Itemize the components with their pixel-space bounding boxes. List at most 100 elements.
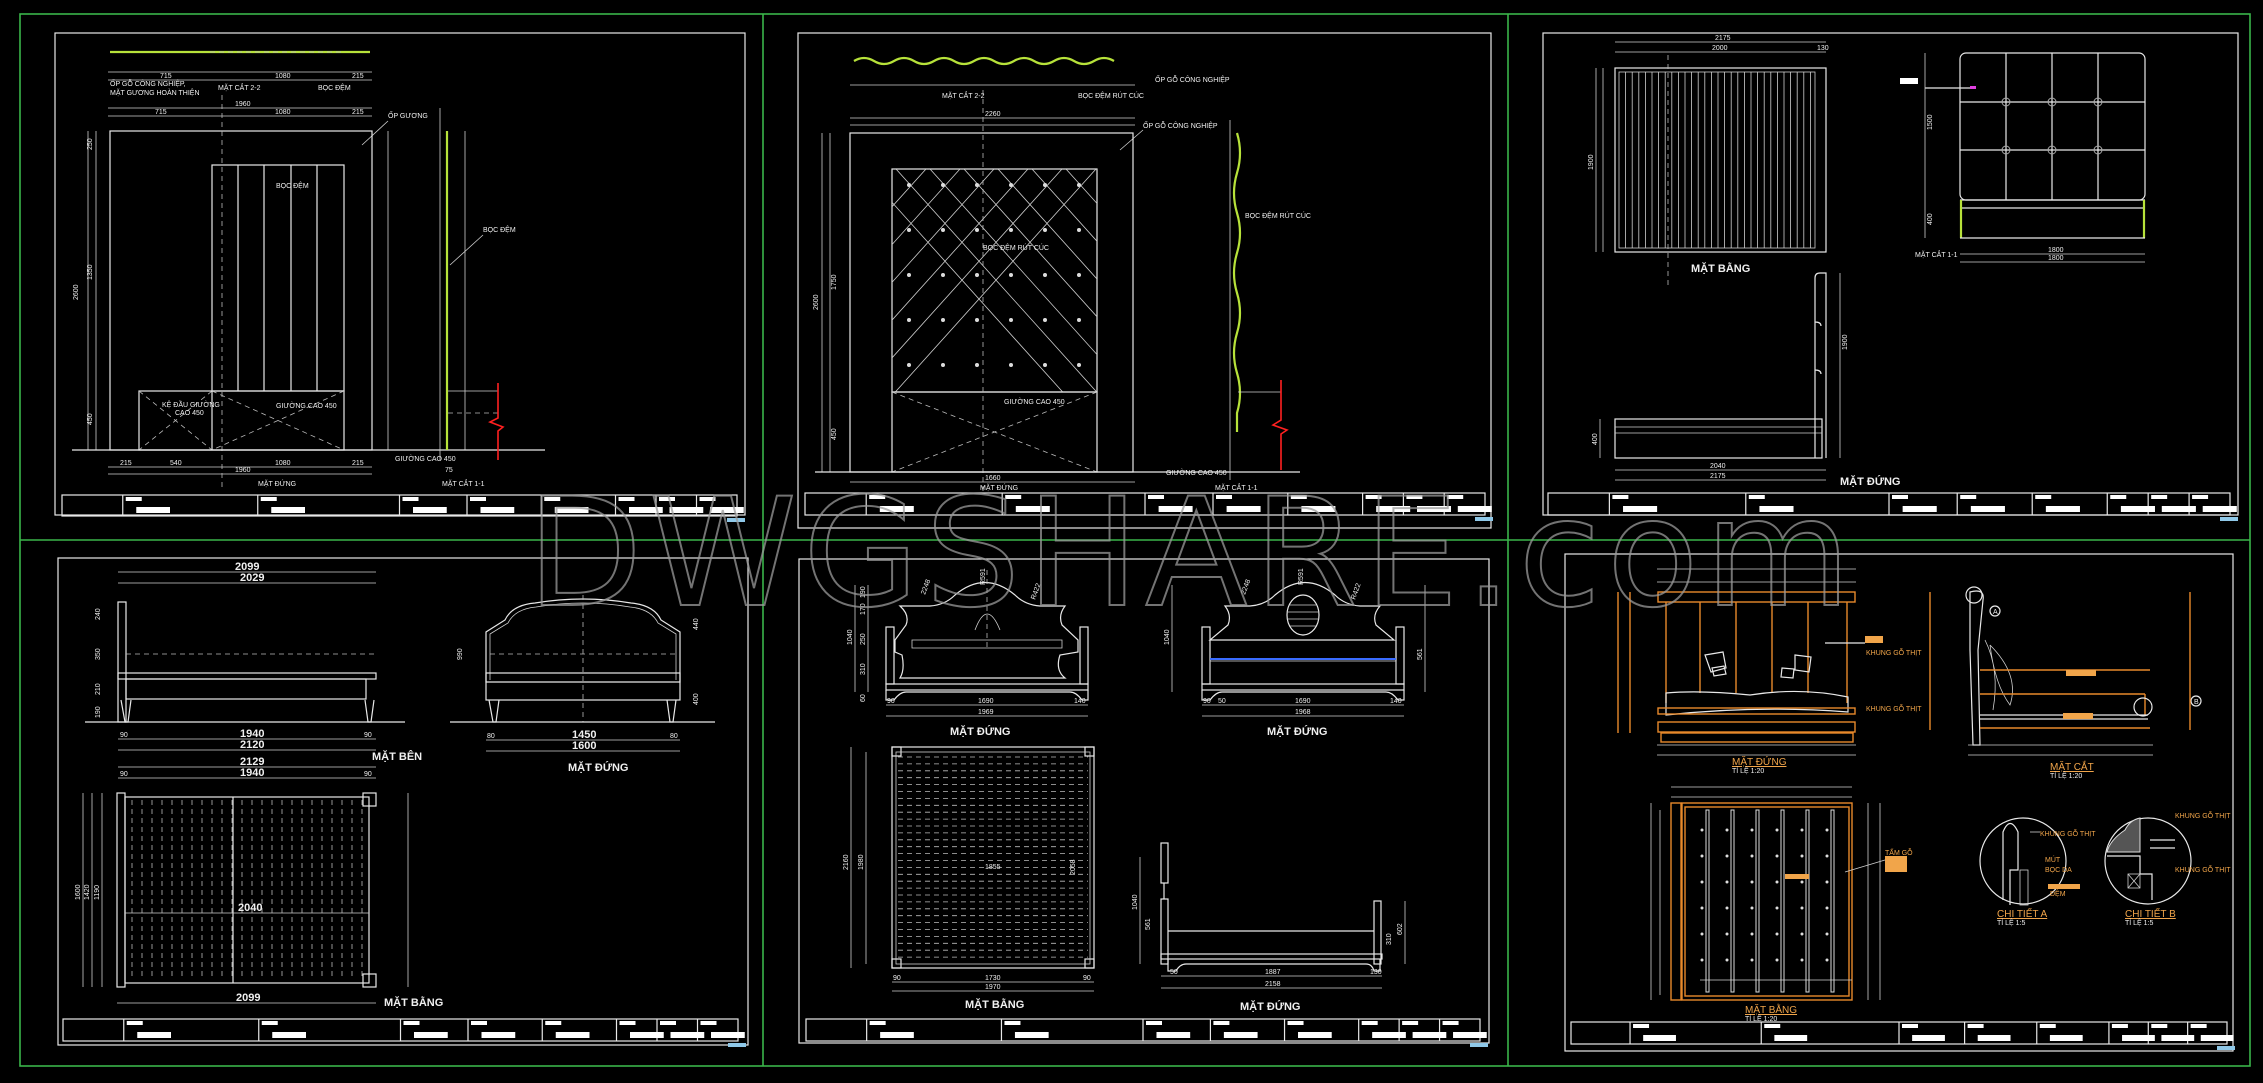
view-title-front-1: MẶT ĐỨNG	[950, 725, 1010, 738]
title-block	[805, 1018, 1488, 1047]
dim: 1690	[1295, 698, 1311, 705]
title-block-label	[700, 1021, 717, 1025]
dim: 1855	[985, 864, 1001, 871]
title-block-value	[2161, 506, 2196, 512]
dim: 2175	[1715, 35, 1731, 42]
note-khung-go: KHUNG GỖ THỊT	[1866, 648, 1922, 657]
title-block-value	[879, 506, 914, 512]
view-title-front: MẶT ĐỨNG	[568, 761, 628, 774]
dim: 1730	[985, 975, 1001, 982]
sheet-4-classic-bed[interactable]: 2099 2029 240 350 210 190 90 1940 90 212…	[57, 557, 749, 1047]
title-block-label	[659, 497, 675, 501]
tuft-button	[1009, 318, 1013, 322]
sheet-1-wardrobe-headboard[interactable]: 715 1080 215 1960 715 1080 215 2600 1350…	[54, 32, 746, 522]
tuft-seam	[892, 169, 1063, 359]
title-block-value	[710, 507, 744, 513]
dim: 1960	[235, 467, 251, 474]
title-block-value	[1301, 506, 1336, 512]
title-block-value	[1156, 1032, 1191, 1038]
dim: 1750	[831, 274, 838, 290]
sheet-6-upholstered-bed-details[interactable]: KHUNG GỖ THỊT KHUNG GỖ THỊT MẶT ĐỨNG TỈ …	[1564, 553, 2235, 1052]
tuft-button	[1825, 828, 1829, 832]
sheet-frame	[1542, 32, 2239, 516]
tuft-button	[1043, 183, 1047, 187]
title-block-label	[1442, 1021, 1459, 1025]
tuft-seam	[892, 169, 961, 246]
dim: 190	[860, 586, 867, 598]
view-title-section: MẶT CẮT	[2050, 760, 2094, 773]
dim: 90	[364, 732, 372, 739]
dim: 1960	[235, 101, 251, 108]
tuft-seam	[892, 169, 893, 170]
tuft-button	[1800, 854, 1804, 858]
title-block-label	[1287, 1021, 1304, 1025]
front-elevation-2	[1201, 582, 1405, 701]
sheet-tab	[728, 1043, 746, 1047]
note-khung-b1: KHUNG GỖ THỊT	[2175, 811, 2231, 820]
note-op-go-right: ỐP GỖ CÔNG NGHIỆP	[1143, 120, 1218, 130]
title-block-label	[470, 497, 486, 501]
sheet-tab	[1475, 517, 1493, 521]
tuft-button	[1750, 906, 1754, 910]
title-block-label	[2111, 1024, 2128, 1028]
title-block-value	[137, 1032, 171, 1038]
front-elevation-1	[885, 570, 1089, 701]
detail-b	[2104, 817, 2192, 905]
title-block-label	[1406, 495, 1423, 499]
tuft-button	[1725, 880, 1729, 884]
dim: 140	[1390, 698, 1402, 705]
dim: 400	[1592, 433, 1599, 445]
tuft-button	[1043, 228, 1047, 232]
dim: 2248	[920, 579, 932, 596]
title-block-value	[670, 1032, 705, 1038]
tuft-button	[2093, 97, 2103, 107]
title-block-value	[629, 507, 663, 513]
bed-plan	[1614, 67, 1827, 253]
dim: 90	[1083, 975, 1091, 982]
dim: R591	[1298, 568, 1305, 585]
title-block-label	[1633, 1024, 1650, 1028]
title-block	[61, 494, 745, 522]
view-title-plan: MẶT BẰNG	[965, 998, 1024, 1011]
detail-a-title: CHI TIẾT A	[1997, 907, 2048, 920]
headboard-front	[485, 598, 681, 683]
dim: 2175	[1710, 473, 1726, 480]
note-ke-dau-giuong: KỆ ĐẦU GIƯỜNG	[162, 399, 220, 409]
dim: 310	[860, 663, 867, 675]
dim: 561	[1417, 648, 1424, 660]
title-block-label	[1960, 495, 1977, 499]
title-block-label	[1146, 1021, 1162, 1025]
sheet-5-carved-bed[interactable]: 2248 R591 R422 1040 190 170 250 310 60 9…	[798, 558, 1490, 1047]
tuft-button	[1009, 183, 1013, 187]
sheet-3-panel-bed[interactable]: 2175 2000 130 1900 MẶT BẰNG 1500 400 180…	[1542, 32, 2239, 521]
title-block-label	[1447, 495, 1464, 499]
dim: 1690	[978, 698, 994, 705]
view-title-elevation: MẶT ĐỨNG	[1732, 755, 1787, 768]
scale-detail-b: TỈ LỆ 1:5	[2125, 918, 2154, 927]
sheet-2-tufted-headboard-wall[interactable]: 2260 1660 2600 1750 450 MẶT CẮT 2-2 BỌC …	[691, 32, 1493, 529]
dim: 1970	[985, 984, 1001, 991]
view-title-section-1-1: MẶT CẮT 1-1	[442, 479, 485, 488]
dim: 90	[1203, 698, 1211, 705]
tuft-button	[1775, 958, 1779, 962]
dim: 215	[352, 460, 364, 467]
dim: 2040	[238, 902, 262, 914]
title-block-label	[545, 1021, 562, 1025]
scale-elevation: TỈ LỆ 1:20	[1732, 766, 1764, 775]
title-block-value	[2161, 1035, 2195, 1041]
dim: 1350	[87, 264, 94, 280]
note-giuong-side: GIƯỜNG CAO 450	[395, 454, 456, 463]
note-boc-dem-center: BỌC ĐỆM RÚT CÚC	[983, 243, 1049, 252]
tuft-button	[2001, 97, 2011, 107]
title-block-value	[1417, 506, 1451, 512]
title-block-label	[544, 497, 561, 501]
note-mat-guong: MẶT GƯƠNG HOÀN THIỆN	[110, 88, 200, 97]
title-block-label	[2039, 1024, 2056, 1028]
dim: 140	[1074, 698, 1086, 705]
title-block-label	[261, 1021, 278, 1025]
panel-strip	[1755, 809, 1760, 993]
title-block-value	[2202, 506, 2237, 512]
dim: 1040	[1164, 629, 1171, 645]
dim: 450	[831, 428, 838, 440]
